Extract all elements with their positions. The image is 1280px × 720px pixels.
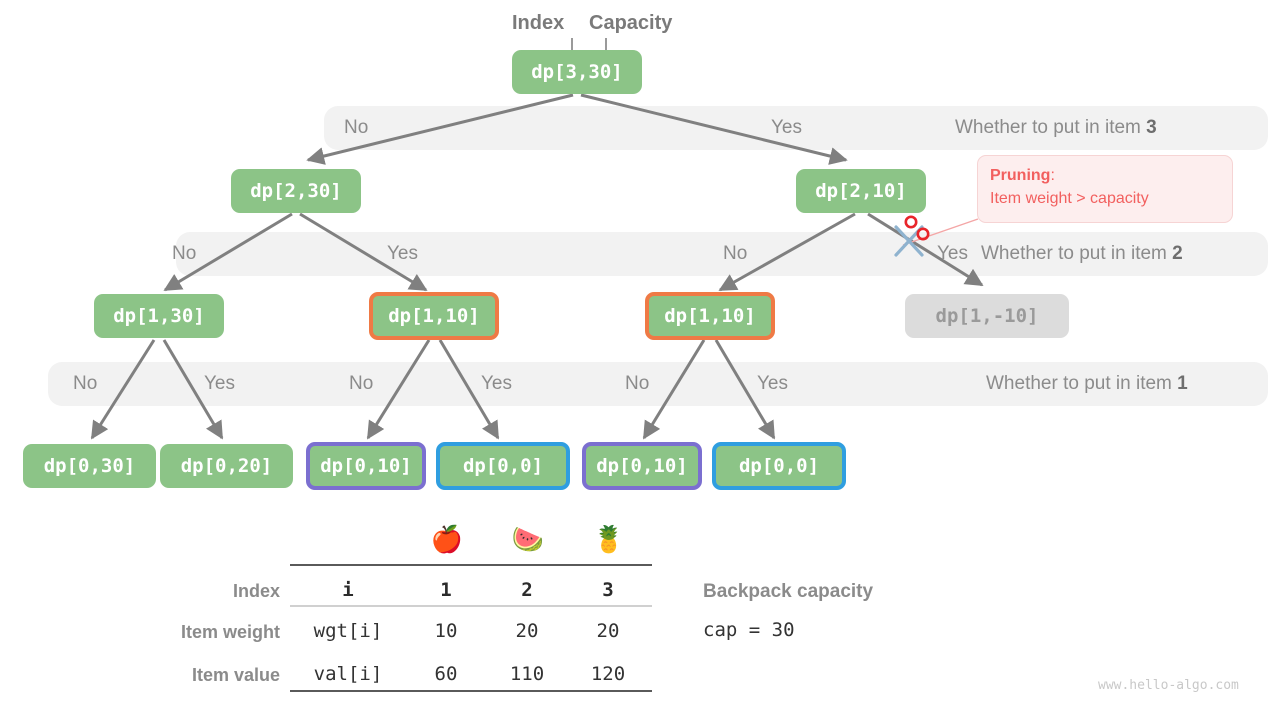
band-item-3-no-label: No	[344, 117, 369, 138]
row-label-item-value: Item value	[191, 665, 280, 685]
band-item-1-question: Whether to put in item 1	[986, 374, 1188, 393]
row-label-index: Index	[232, 581, 280, 601]
node-dp-1-minus10-pruned[interactable]: dp[1,-10]	[905, 294, 1069, 338]
pruning-callout: Pruning: Item weight > capacity	[977, 155, 1233, 223]
band-item-1-yes-label-3: Yes	[757, 373, 788, 394]
pruning-title: Pruning	[990, 167, 1051, 184]
band-item-2-item-number: 2	[1172, 243, 1183, 264]
table-rule-bottom	[290, 690, 652, 692]
watermelon-icon: 🍉	[511, 524, 545, 554]
node-dp-1-10-right[interactable]: dp[1,10]	[645, 292, 775, 340]
band-item-3-question: Whether to put in item 3	[955, 118, 1157, 137]
band-item-1-item-number: 1	[1177, 373, 1188, 394]
band-item-1-yes-label-2: Yes	[481, 373, 512, 394]
cell-val-symbol: val[i]	[313, 663, 383, 685]
band-item-2-yes-label-2: Yes	[937, 243, 968, 264]
cell-value-2: 110	[509, 663, 545, 685]
node-dp-2-30[interactable]: dp[2,30]	[231, 169, 361, 213]
pruning-colon: :	[1050, 167, 1055, 184]
node-dp-3-30[interactable]: dp[3,30]	[512, 50, 642, 94]
watermark: www.hello-algo.com	[1098, 678, 1239, 693]
band-item-3-question-text: Whether to put in item	[955, 117, 1147, 138]
node-dp-1-10-left[interactable]: dp[1,10]	[369, 292, 499, 340]
node-dp-0-20[interactable]: dp[0,20]	[160, 444, 293, 488]
band-item-1-no-label-3: No	[625, 373, 650, 394]
backpack-capacity-title: Backpack capacity	[703, 581, 874, 602]
band-item-2-question-text: Whether to put in item	[981, 243, 1173, 264]
node-dp-0-0-left[interactable]: dp[0,0]	[436, 442, 570, 490]
apple-icon: 🍎	[430, 524, 464, 554]
node-dp-1-30[interactable]: dp[1,30]	[94, 294, 224, 338]
band-item-2-no-label-1: No	[172, 243, 197, 264]
band-item-2-no-label-2: No	[723, 243, 748, 264]
band-item-1-yes-label-1: Yes	[204, 373, 235, 394]
table-rule-top	[290, 564, 652, 566]
band-item-2-yes-label-1: Yes	[387, 243, 418, 264]
band-item-3-yes-label: Yes	[771, 117, 802, 138]
pineapple-icon: 🍍	[592, 524, 626, 554]
backpack-capacity-value: cap = 30	[703, 619, 795, 641]
index-annotation-label: Index	[512, 12, 565, 34]
node-dp-0-10-left[interactable]: dp[0,10]	[306, 442, 426, 490]
band-item-2-question: Whether to put in item 2	[981, 244, 1183, 263]
pruning-reason: Item weight > capacity	[990, 190, 1149, 208]
band-item-1-no-label-2: No	[349, 373, 374, 394]
cell-weight-2: 20	[515, 620, 539, 642]
cell-wgt-symbol: wgt[i]	[313, 620, 383, 642]
node-dp-2-10[interactable]: dp[2,10]	[796, 169, 926, 213]
band-item-1-no-label-1: No	[73, 373, 98, 394]
table-rule-mid	[290, 605, 652, 607]
cell-index-2: 2	[521, 579, 533, 601]
cell-value-1: 60	[434, 663, 458, 685]
capacity-annotation-label: Capacity	[589, 12, 673, 34]
cell-index-symbol: i	[342, 579, 354, 601]
node-dp-0-0-right[interactable]: dp[0,0]	[712, 442, 846, 490]
cell-value-3: 120	[590, 663, 626, 685]
cell-weight-3: 20	[596, 620, 620, 642]
band-item-3-item-number: 3	[1146, 117, 1157, 138]
cell-index-3: 3	[602, 579, 614, 601]
cell-weight-1: 10	[434, 620, 458, 642]
node-dp-0-30[interactable]: dp[0,30]	[23, 444, 156, 488]
cell-index-1: 1	[440, 579, 452, 601]
row-label-item-weight: Item weight	[180, 622, 280, 642]
node-dp-0-10-right[interactable]: dp[0,10]	[582, 442, 702, 490]
band-item-1-question-text: Whether to put in item	[986, 373, 1178, 394]
